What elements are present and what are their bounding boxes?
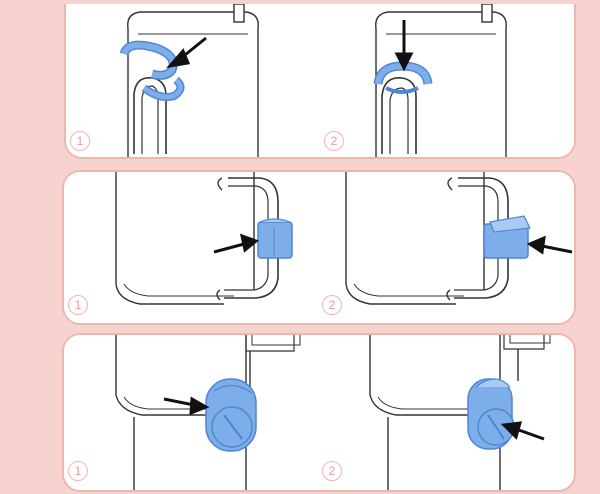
tumbler-lid-left — [127, 11, 259, 29]
step-2-panel: 1 2 — [62, 170, 576, 325]
step-3-illustration — [115, 335, 551, 490]
step-1-number-1: 1 — [70, 131, 90, 151]
step-1-panel: 1 2 — [64, 4, 576, 159]
tumbler-lid-right — [375, 11, 507, 29]
arrow-step3-left — [163, 397, 195, 407]
clip-piece-left — [257, 218, 293, 259]
step-2-number-2: 2 — [322, 295, 342, 315]
clip-piece-right — [483, 215, 531, 259]
step-1-illustration — [119, 4, 507, 157]
straw-right — [481, 4, 493, 23]
straw-left — [233, 4, 245, 23]
cap-piece-left — [205, 378, 257, 452]
ring-clip-left — [119, 40, 185, 101]
step-3-panel: 1 2 — [62, 333, 576, 492]
step-3-number-1: 1 — [68, 461, 88, 481]
step-1-number-2: 2 — [324, 131, 344, 151]
arrow-step2-left — [213, 242, 245, 254]
cap-piece-right — [467, 378, 515, 450]
arrow-step2-right — [541, 244, 573, 254]
step-3-number-2: 2 — [322, 461, 342, 481]
step-2-number-1: 1 — [68, 295, 88, 315]
step-2-illustration — [115, 172, 573, 305]
arrow-step3-right — [515, 427, 545, 441]
